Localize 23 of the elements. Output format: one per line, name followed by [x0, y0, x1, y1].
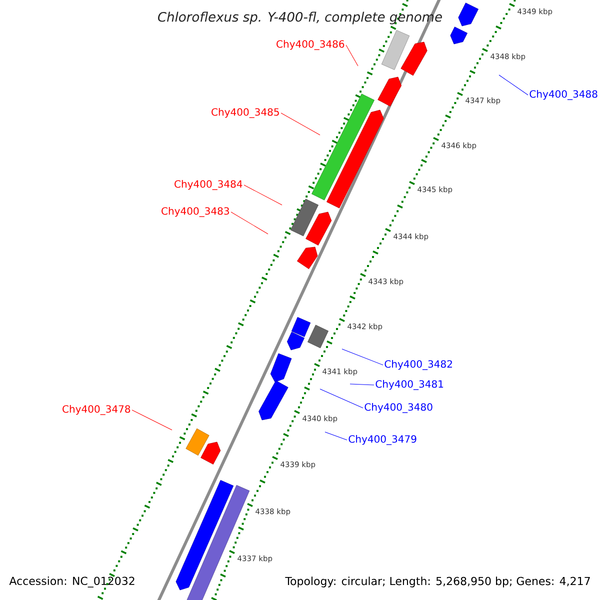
leader-line	[280, 112, 320, 136]
leader-line	[324, 432, 348, 440]
title: Chloroflexus sp. Y-400-fl, complete genome	[158, 12, 442, 24]
gene-label: Chy400_3480	[364, 403, 432, 413]
leader-line	[346, 44, 358, 66]
leader-line	[244, 184, 282, 206]
gene-label: Chy400_3485	[212, 108, 279, 118]
leader-line	[320, 388, 364, 408]
genome-info: Topology: circular; Length: 5,268,950 bp; Genes: 4,217	[285, 576, 590, 588]
leader-line	[230, 212, 268, 234]
leader-line	[498, 74, 528, 96]
gene-label: Chy400_3482	[384, 360, 452, 370]
gene-label: Chy400_3486	[276, 40, 344, 50]
gene-label: Chy400_3478	[62, 405, 130, 415]
gene-label: Chy400_3483	[162, 207, 229, 217]
gene-label: Chy400_3488	[530, 90, 598, 100]
leader-line	[342, 348, 384, 366]
gene-label: Chy400_3479	[348, 435, 416, 445]
gene-label: Chy400_3481	[376, 380, 444, 390]
gene-label: Chy400_3484	[174, 180, 242, 190]
leader-line	[132, 410, 172, 430]
accession-label: Accession: NC_012032	[9, 576, 134, 588]
leader-line	[350, 384, 374, 386]
